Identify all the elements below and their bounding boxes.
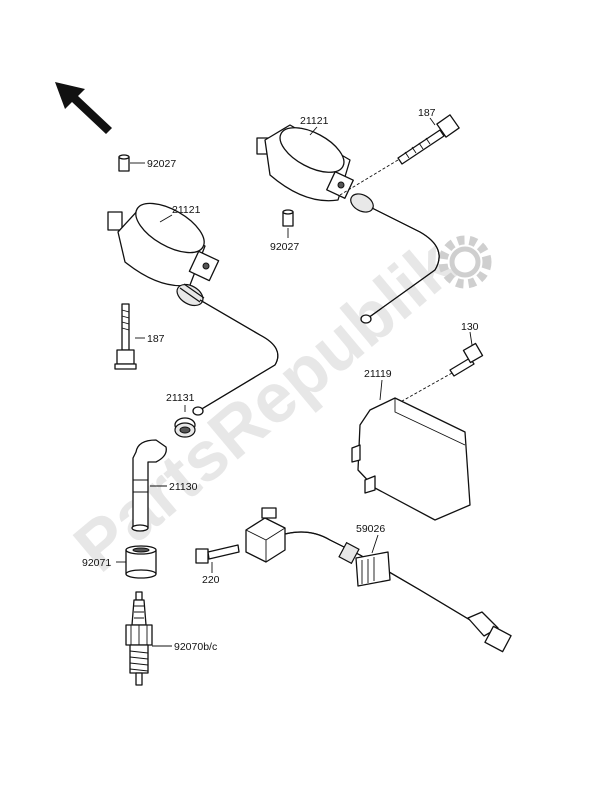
cap-21131 — [174, 417, 196, 438]
bolt-220 — [195, 544, 240, 564]
label-92027-right: 92027 — [270, 241, 299, 253]
ignition-coil-left — [107, 202, 220, 307]
label-187-right: 187 — [418, 107, 436, 119]
igniter-unit-21119 — [351, 397, 471, 521]
label-21119: 21119 — [364, 368, 392, 380]
bolt-187-right — [397, 114, 460, 165]
seal-92071 — [125, 545, 157, 579]
label-92070: 92070b/c — [174, 641, 217, 653]
label-21130: 21130 — [169, 481, 198, 493]
label-21131: 21131 — [166, 392, 195, 404]
arrow-up-left-icon — [55, 82, 112, 134]
coil-cable-right — [360, 207, 440, 324]
sensor-59026 — [245, 507, 512, 653]
label-21121-right: 21121 — [300, 115, 329, 127]
label-92071: 92071 — [82, 557, 111, 569]
gear-icon — [438, 235, 492, 289]
cap-92027-top — [118, 154, 130, 172]
ignition-coil-right — [256, 124, 374, 213]
coil-cable-left — [192, 299, 279, 416]
label-59026: 59026 — [356, 523, 385, 535]
label-92027-top: 92027 — [147, 158, 176, 170]
bolt-130 — [449, 342, 484, 377]
cap-92027-right — [282, 209, 294, 227]
spark-plug-92070 — [125, 591, 153, 686]
label-187-left: 187 — [147, 333, 165, 345]
bolt-187-left — [114, 303, 137, 370]
plug-cap-21130 — [131, 439, 167, 532]
label-21121-left: 21121 — [172, 204, 201, 216]
label-220: 220 — [202, 574, 220, 586]
label-130: 130 — [461, 321, 479, 333]
